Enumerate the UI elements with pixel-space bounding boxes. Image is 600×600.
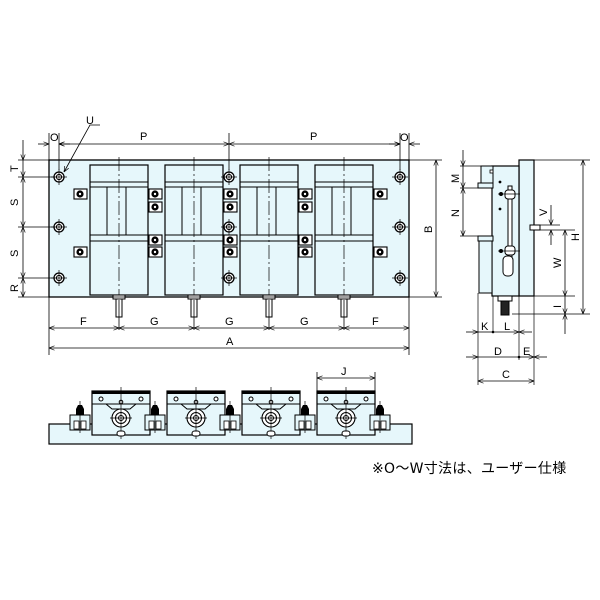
cylinder-module-1	[89, 156, 149, 318]
front-module-2	[166, 386, 226, 440]
dim-label-j: J	[341, 366, 347, 378]
dim-label-k: K	[481, 321, 489, 333]
dim-label-w: W	[552, 257, 564, 268]
dim-label-b: B	[423, 226, 435, 233]
cylinder-module-2	[164, 156, 224, 318]
dim-label-d: D	[494, 346, 502, 358]
dim-label-o-left: O	[50, 132, 59, 144]
dim-label-g-1: G	[150, 316, 159, 328]
dim-label-m: M	[450, 174, 462, 183]
dim-label-h: H	[570, 233, 582, 241]
dim-label-v: V	[538, 208, 550, 216]
user-specification-note: ※O～W寸法は、ユーザー仕様	[372, 461, 567, 477]
dim-label-s-upper: S	[9, 199, 21, 206]
dim-label-c: C	[502, 369, 510, 381]
dim-label-p-left: P	[140, 131, 147, 143]
front-view: J	[48, 366, 413, 445]
cylinder-module-4	[314, 156, 374, 318]
dim-label-f-right: F	[372, 316, 379, 328]
dim-label-u: U	[86, 115, 94, 127]
dim-label-g-2: G	[225, 316, 234, 328]
dim-label-a: A	[226, 336, 234, 348]
front-module-3	[241, 386, 301, 440]
cylinder-module-3	[239, 156, 299, 318]
top-view: O P P O U T S S R B F G G G F A	[9, 115, 442, 355]
front-module-1	[91, 386, 151, 440]
dim-label-g-3: G	[300, 316, 309, 328]
dim-label-l: L	[504, 321, 510, 333]
side-view: M N V W H I K L D E C	[450, 150, 590, 385]
dim-label-t: T	[9, 165, 21, 172]
dim-label-o-right: O	[400, 132, 409, 144]
dim-label-n: N	[450, 209, 462, 217]
dim-label-p-right: P	[310, 131, 317, 143]
dim-label-i: I	[552, 305, 564, 308]
dim-label-f-left: F	[80, 316, 87, 328]
dim-label-r: R	[9, 284, 21, 292]
dim-label-s-lower: S	[9, 250, 21, 257]
dim-label-e: E	[523, 346, 530, 358]
front-module-4	[316, 386, 376, 440]
